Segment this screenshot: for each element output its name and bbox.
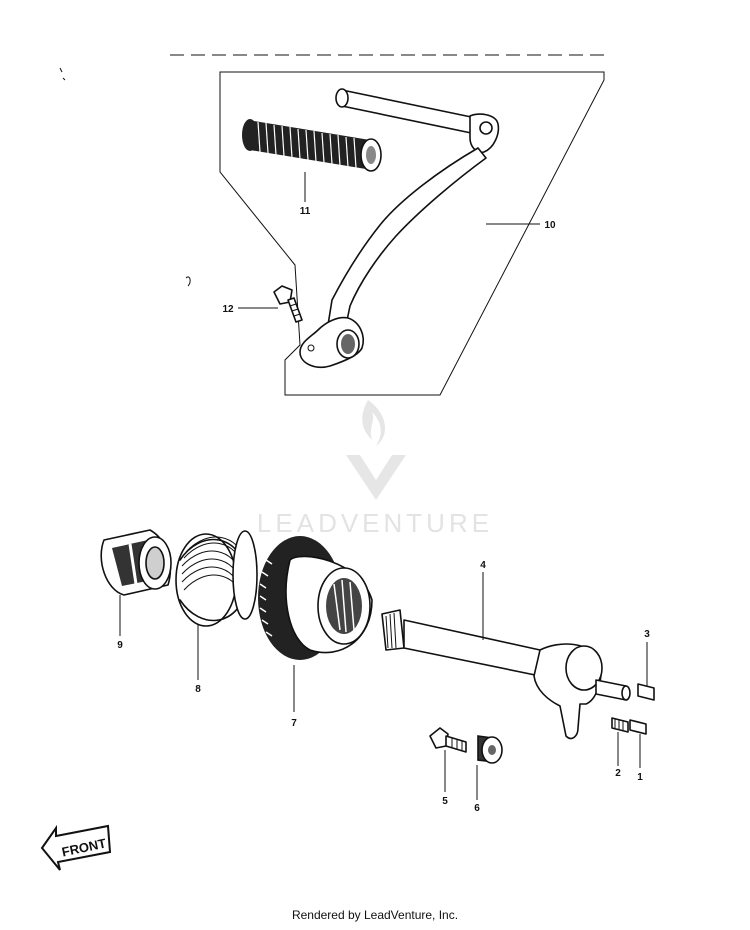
watermark-text: LEADVENTURE [257, 508, 493, 538]
front-arrow: FRONT [40, 824, 112, 871]
callout-8: 8 [195, 684, 201, 695]
callout-9: 9 [117, 640, 123, 651]
callout-5: 5 [442, 796, 448, 807]
watermark-logo: LEADVENTURE [257, 400, 493, 538]
callout-7: 7 [291, 718, 297, 729]
lever-assembly-outline [219, 71, 605, 396]
small-pin [629, 719, 647, 735]
pin-3 [637, 683, 655, 701]
kick-spring [175, 530, 258, 627]
guide-sleeve [100, 529, 172, 596]
callout-2: 2 [615, 768, 621, 779]
kick-shaft [381, 609, 631, 740]
callout-3: 3 [644, 629, 650, 640]
lever-bolt [273, 285, 303, 323]
callout-10: 10 [544, 220, 556, 231]
footer-credit: Rendered by LeadVenture, Inc. [291, 908, 459, 922]
leader-lines [119, 172, 648, 800]
kick-gear [258, 536, 373, 660]
stray-mark [185, 276, 191, 287]
small-spring [611, 717, 629, 733]
callout-4: 4 [480, 560, 486, 571]
bolt-5 [429, 727, 467, 753]
callout-6: 6 [474, 803, 480, 814]
callout-11: 11 [300, 206, 311, 217]
callout-12: 12 [222, 304, 234, 315]
rubber-grip [242, 119, 382, 172]
margin-marks [59, 67, 66, 81]
callout-1: 1 [637, 772, 643, 783]
collar-6 [477, 735, 503, 764]
kick-lever [299, 88, 500, 368]
